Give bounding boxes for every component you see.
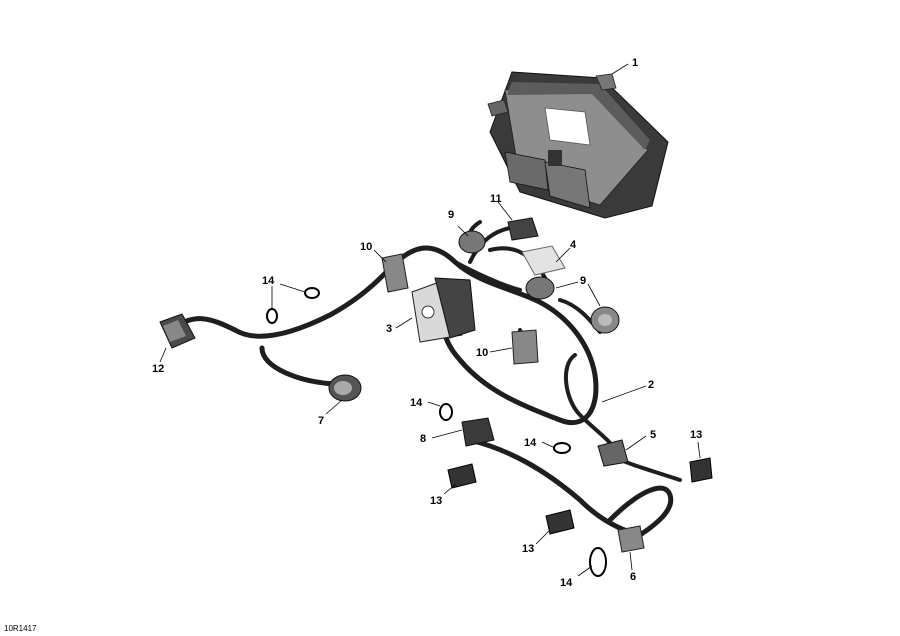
callout-10-left: 10 [360, 241, 372, 253]
clip-13-right [689, 457, 713, 483]
tie-14-a [304, 287, 320, 299]
callout-14-d: 14 [560, 577, 573, 589]
wiring-harness [167, 220, 682, 538]
connector-8 [461, 417, 495, 447]
callout-12: 12 [152, 363, 164, 375]
callout-13-right: 13 [690, 429, 702, 441]
connector-6 [617, 525, 645, 553]
part-4 [521, 245, 566, 276]
callout-14-b: 14 [410, 397, 423, 409]
connector-9-mid [525, 276, 555, 300]
connector-9-right [590, 306, 620, 334]
callout-11: 11 [490, 193, 502, 205]
connector-5 [597, 439, 629, 467]
diagram-code: 10R1417 [4, 624, 37, 633]
connector-10-lower [511, 329, 539, 365]
connector-12 [159, 313, 196, 349]
callout-10-lower: 10 [476, 347, 488, 359]
callout-2: 2 [648, 379, 654, 391]
leader-lines [159, 63, 701, 577]
callout-7: 7 [318, 415, 324, 427]
callout-4: 4 [570, 239, 577, 251]
connector-10-left [381, 253, 409, 293]
sensor-3 [411, 277, 476, 343]
callout-14-a: 14 [262, 275, 275, 287]
tie-14-b [266, 308, 278, 324]
connector-7 [328, 374, 362, 402]
ecu-module [487, 71, 669, 219]
callout-3: 3 [386, 323, 392, 335]
callout-14-c: 14 [524, 437, 537, 449]
clip-13-bottom [545, 509, 575, 535]
tie-14-d [553, 442, 571, 454]
callout-9-top: 9 [448, 209, 454, 221]
callout-13-left: 13 [430, 495, 442, 507]
callout-1: 1 [632, 57, 638, 69]
callout-5: 5 [650, 429, 656, 441]
tie-14-c [439, 403, 453, 421]
connector-11 [507, 217, 539, 241]
tie-14-e [589, 547, 607, 577]
clip-13-left [447, 463, 477, 489]
callout-8: 8 [420, 433, 426, 445]
callout-13-bottom: 13 [522, 543, 534, 555]
callout-9-mid: 9 [580, 275, 586, 287]
connector-9-top [458, 230, 486, 254]
callout-6: 6 [630, 571, 636, 583]
